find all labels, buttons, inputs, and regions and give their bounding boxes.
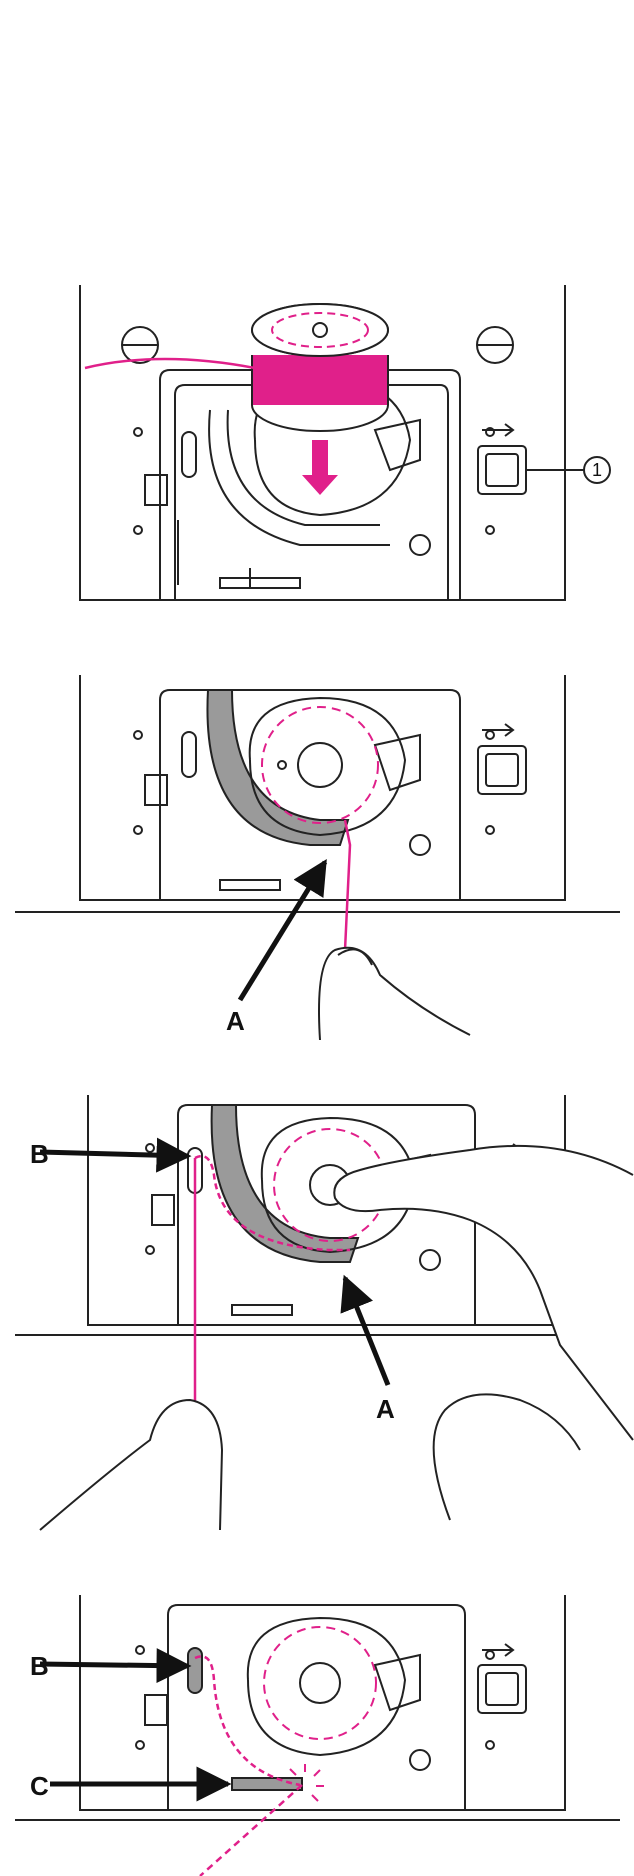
- screw-left-icon: [121, 326, 159, 364]
- panel-2-guide-thread-a: [15, 675, 620, 951]
- finger-icon: [39, 1398, 224, 1531]
- panel-4-cut-thread-c: [15, 1595, 620, 1876]
- callout-1: 1: [583, 456, 611, 484]
- hand-icon: [333, 1144, 634, 1441]
- callout-1-number: 1: [592, 460, 602, 480]
- release-button-icon: [477, 1664, 527, 1714]
- screw-right-icon: [476, 326, 514, 364]
- finger-icon: [318, 946, 471, 1041]
- arrow-down-icon: [302, 440, 338, 495]
- label-b: B: [30, 1139, 49, 1169]
- label-a: A: [226, 1006, 245, 1036]
- release-button-icon: [477, 445, 527, 495]
- label-b: B: [30, 1651, 49, 1681]
- label-a: A: [376, 1394, 395, 1424]
- finger-icon: [432, 1393, 581, 1521]
- bobbin-icon: [251, 303, 389, 432]
- label-c: C: [30, 1771, 49, 1801]
- release-button-icon: [477, 745, 527, 795]
- panel-1-insert-bobbin: [79, 285, 585, 601]
